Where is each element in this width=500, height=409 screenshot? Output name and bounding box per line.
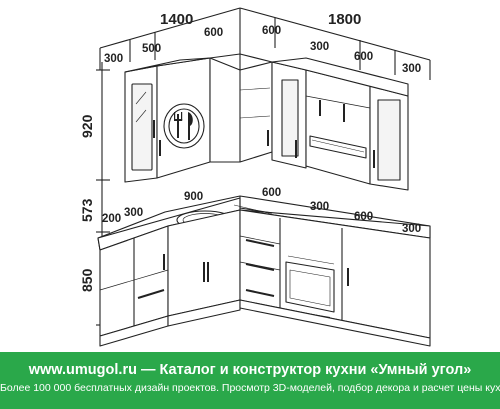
kitchen-drawing: 1400 1800 300 500 600 600 300 600 300 92… bbox=[79, 7, 431, 347]
top-dimension-lines bbox=[99, 7, 431, 80]
dim-base-left-3: 900 bbox=[184, 191, 203, 203]
fork-knife-icon bbox=[174, 112, 193, 140]
dim-upper-left-3: 600 bbox=[204, 27, 223, 39]
footer-title: www.umugol.ru — Каталог и конструктор ку… bbox=[0, 362, 500, 378]
footer-slogan: Каталог и конструктор кухни «Умный угол» bbox=[159, 362, 472, 378]
dim-upper-right-1: 600 bbox=[262, 25, 281, 37]
dim-base-left-1: 200 bbox=[102, 213, 121, 225]
dimension-labels: 1400 1800 300 500 600 600 300 600 300 92… bbox=[79, 11, 421, 292]
upper-corner-cabinet bbox=[209, 53, 273, 163]
footer-subtitle: Более 100 000 бесплатных дизайн проектов… bbox=[0, 382, 500, 394]
dim-height-base: 850 bbox=[79, 268, 95, 292]
dim-base-right-3: 600 bbox=[354, 211, 373, 223]
dim-upper-right-2: 300 bbox=[310, 41, 329, 53]
dim-upper-right-3: 600 bbox=[354, 51, 373, 63]
footer-banner: www.umugol.ru — Каталог и конструктор ку… bbox=[0, 352, 500, 409]
upper-left-cabinets bbox=[124, 57, 211, 183]
dim-upper-left-1: 300 bbox=[104, 53, 123, 65]
base-right-cabinets bbox=[239, 209, 431, 347]
dim-height-gap: 573 bbox=[79, 198, 95, 222]
dim-base-left-2: 300 bbox=[124, 207, 143, 219]
dim-height-upper: 920 bbox=[79, 114, 95, 138]
base-left-cabinets bbox=[99, 209, 241, 347]
dim-width-right: 1800 bbox=[328, 11, 361, 28]
upper-right-cabinets bbox=[271, 57, 409, 191]
dim-upper-left-2: 500 bbox=[142, 43, 161, 55]
dim-base-right-4: 300 bbox=[402, 223, 421, 235]
dim-width-left: 1400 bbox=[160, 11, 193, 28]
site-link[interactable]: www.umugol.ru bbox=[28, 362, 137, 378]
dim-upper-right-4: 300 bbox=[402, 63, 421, 75]
footer-separator: — bbox=[136, 362, 160, 378]
dim-base-right-1: 600 bbox=[262, 187, 281, 199]
dim-base-right-2: 300 bbox=[310, 201, 329, 213]
